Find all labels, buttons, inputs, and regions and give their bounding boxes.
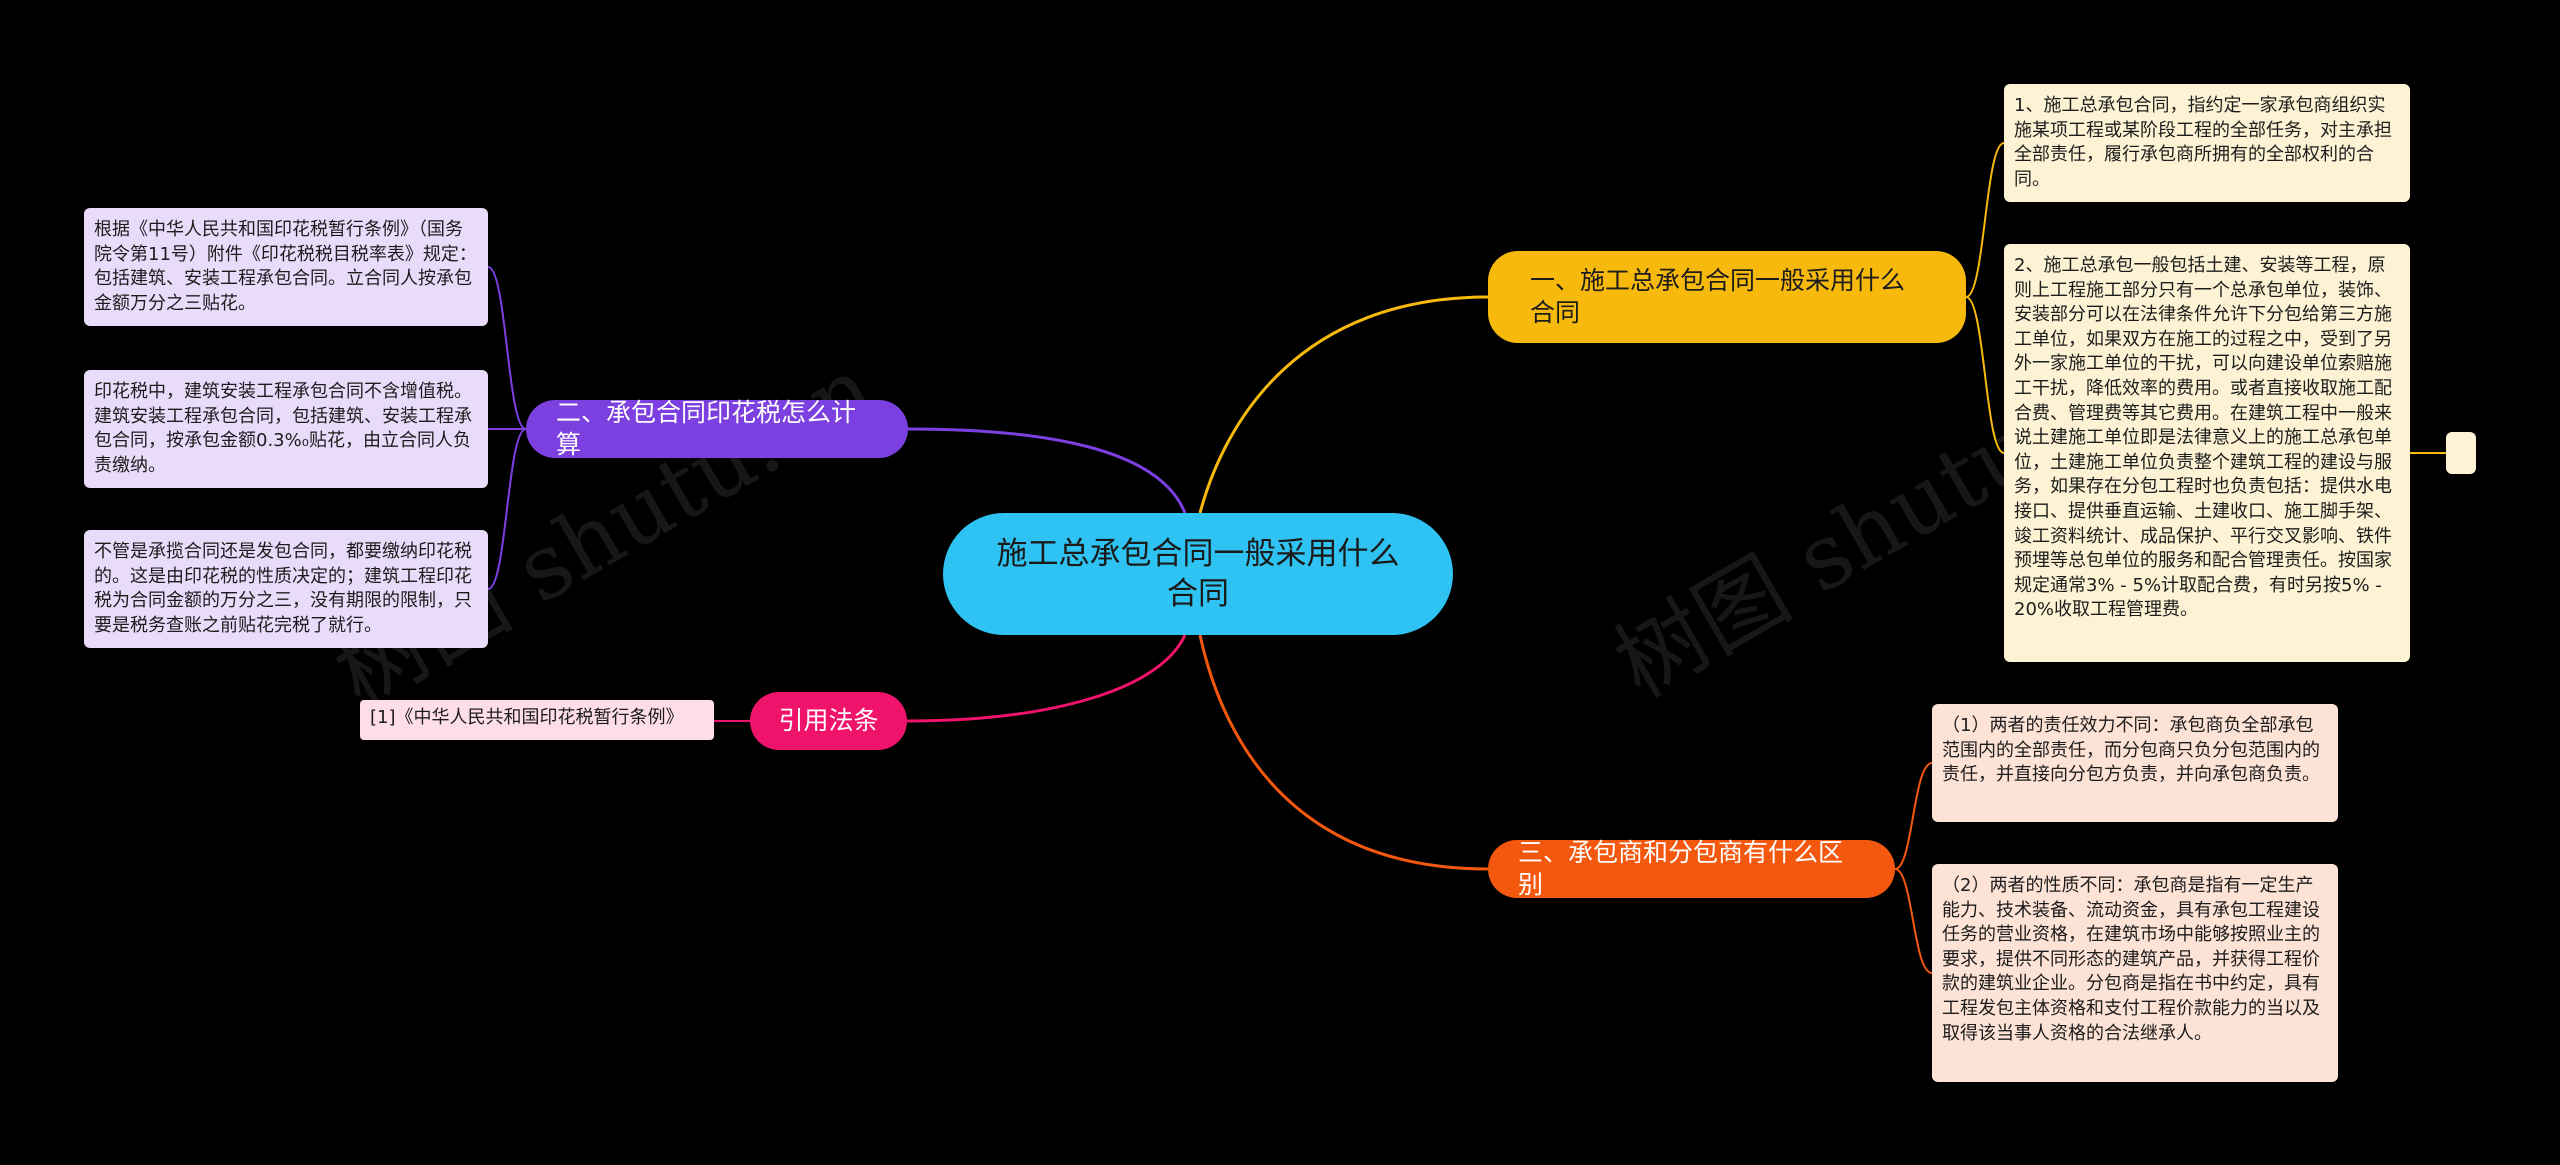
branch-topic-cited-law[interactable]: 引用法条	[750, 692, 907, 750]
leaf-topic[interactable]: （1）两者的责任效力不同：承包商负全部承包范围内的全部责任，而分包商只负分包范围…	[1932, 704, 2338, 822]
leaf-topic[interactable]: 1、施工总承包合同，指约定一家承包商组织实施某项工程或某阶段工程的全部任务，对主…	[2004, 84, 2410, 202]
branch-label: 二、承包合同印花税怎么计算	[556, 398, 857, 459]
link-b4-l8	[1894, 868, 1933, 974]
leaf-topic[interactable]: 印花税中，建筑安装工程承包合同不含增值税。建筑安装工程承包合同，包括建筑、安装工…	[84, 370, 488, 488]
link-root-b1	[1198, 295, 1489, 514]
link-root-b3	[906, 634, 1187, 723]
leaf-topic[interactable]: （2）两者的性质不同：承包商是指有一定生产能力、技术装备、流动资金，具有承包工程…	[1932, 864, 2338, 1082]
link-root-b2	[907, 427, 1187, 514]
root-topic-label: 施工总承包合同一般采用什么合同	[996, 536, 1400, 612]
leaf-topic[interactable]: 2、施工总承包一般包括土建、安装等工程，原则上工程施工部分只有一个总承包单位，装…	[2004, 244, 2410, 662]
branch-label: 三、承包商和分包商有什么区别	[1518, 838, 1844, 899]
link-b4-l7	[1894, 762, 1933, 870]
branch-topic-contract-type[interactable]: 一、施工总承包合同一般采用什么合同	[1488, 251, 1966, 343]
leaf-topic[interactable]: 不管是承揽合同还是发包合同，都要缴纳印花税的。这是由印花税的性质决定的；建筑工程…	[84, 530, 488, 648]
leaf-topic[interactable]: 根据《中华人民共和国印花税暂行条例》（国务院令第11号）附件《印花税税目税率表》…	[84, 208, 488, 326]
branch-topic-contractor-difference[interactable]: 三、承包商和分包商有什么区别	[1488, 838, 1895, 899]
link-b2-l5	[487, 428, 527, 590]
branch-topic-stamp-tax[interactable]: 二、承包合同印花税怎么计算	[526, 398, 908, 459]
root-topic[interactable]: 施工总承包合同一般采用什么合同	[943, 513, 1453, 635]
leaf-topic[interactable]: [1]《中华人民共和国印花税暂行条例》	[360, 700, 714, 740]
branch-label: 一、施工总承包合同一般采用什么合同	[1530, 266, 1906, 327]
collapsed-child-node[interactable]	[2446, 432, 2476, 474]
branch-label: 引用法条	[778, 706, 879, 735]
link-b1-l2	[1965, 296, 2005, 454]
link-root-b4	[1198, 634, 1489, 871]
link-b1-l1	[1965, 142, 2005, 298]
link-b2-l3	[487, 266, 527, 430]
